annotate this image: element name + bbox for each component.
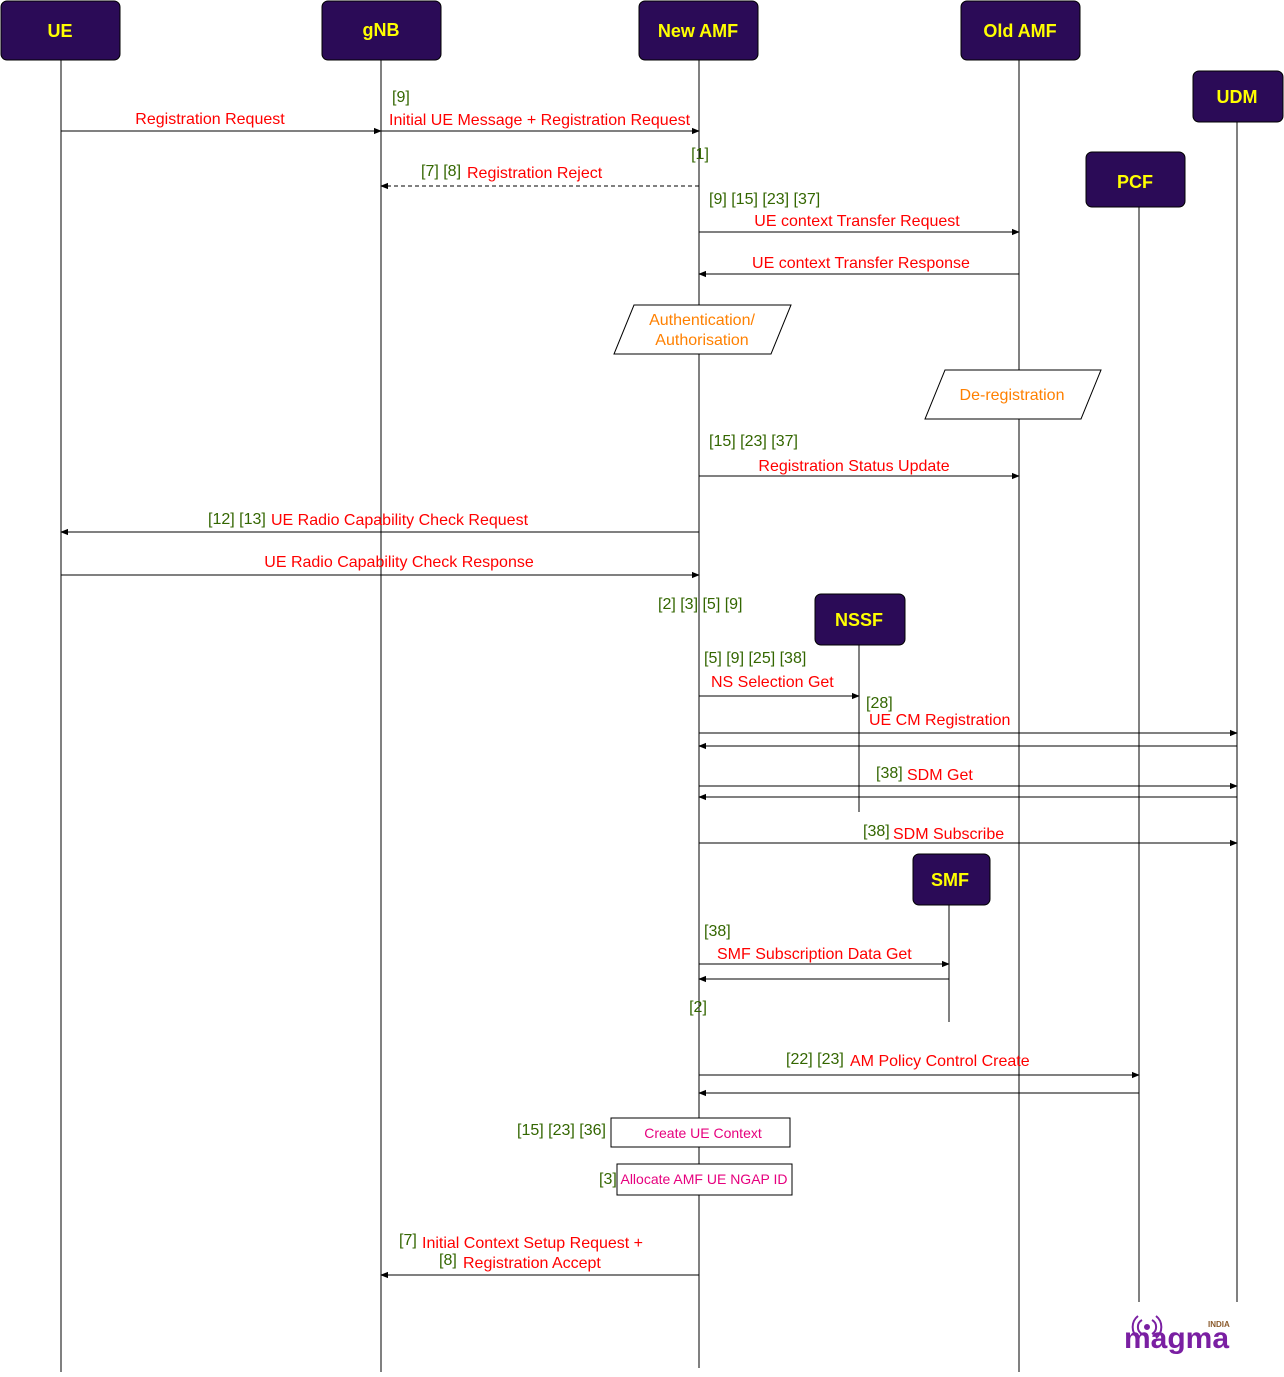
entity-smf: SMF [912,853,991,906]
init-ctx-tag-2: [8] [439,1252,457,1269]
initial-ue-tag: [9] [392,89,410,106]
svg-text:New AMF: New AMF [658,21,738,41]
ue-cm-tag: [28] [866,695,893,712]
svg-text:Old AMF: Old AMF [983,21,1056,41]
svg-text:UDM: UDM [1217,87,1258,107]
magma-logo: magma INDIA [1124,1315,1230,1355]
registration-status-tag: [15] [23] [37] [709,433,798,450]
new-amf-tag: [1] [691,146,709,163]
am-policy-control-create-label: AM Policy Control Create [850,1053,1030,1070]
svg-text:De-registration: De-registration [960,387,1065,404]
ue-cm-registration-label: UE CM Registration [869,712,1010,729]
ns-selection-get-label: NS Selection Get [711,674,834,691]
entity-pcf: PCF [1085,151,1186,208]
svg-text:Create UE Context: Create UE Context [644,1125,762,1141]
initial-context-setup-label: Initial Context Setup Request + [422,1235,643,1252]
ue-context-transfer-request-label: UE context Transfer Request [754,213,960,230]
allocate-ngap-id-box: Allocate AMF UE NGAP ID [616,1163,793,1196]
smf-subscription-data-get-label: SMF Subscription Data Get [717,946,912,963]
sdm-get-tag: [38] [876,765,903,782]
svg-text:gNB: gNB [363,20,400,40]
svg-text:Authentication/: Authentication/ [649,312,755,329]
svg-text:NSSF: NSSF [835,610,883,630]
svg-text:Authorisation: Authorisation [655,332,748,349]
create-ue-context-box: Create UE Context [610,1117,791,1148]
entity-old-amf: Old AMF [960,0,1081,61]
ue-context-transfer-tag: [9] [15] [23] [37] [709,191,820,208]
magma-logo-badge: INDIA [1208,1320,1230,1329]
ue-radio-cap-request-label: UE Radio Capability Check Request [271,512,529,529]
entity-ue: UE [0,0,121,61]
authentication-note: Authentication/ Authorisation [613,304,792,355]
initial-ue-message-label: Initial UE Message + Registration Reques… [389,112,691,129]
entity-gnb: gNB [321,0,442,61]
sdm-get-label: SDM Get [907,767,973,784]
entity-nssf: NSSF [814,593,906,646]
sdm-subscribe-tag: [38] [863,823,890,840]
svg-text:PCF: PCF [1117,172,1153,192]
smf-sub-tag: [38] [704,923,731,940]
ue-radio-cap-response-label: UE Radio Capability Check Response [264,554,534,571]
svg-text:SMF: SMF [931,870,969,890]
allocate-tag: [3] [599,1171,617,1188]
ns-selection-tag: [5] [9] [25] [38] [704,650,806,667]
nssf-pre-tag: [2] [3] [5] [9] [658,596,743,613]
am-policy-tag: [22] [23] [786,1051,844,1068]
entity-udm: UDM [1192,70,1284,123]
smf-post-tag: [2] [689,999,707,1016]
registration-reject-tag: [7] [8] [421,163,461,180]
deregistration-note: De-registration [924,369,1102,420]
registration-request-label: Registration Request [135,111,285,128]
ue-context-transfer-response-label: UE context Transfer Response [752,255,970,272]
svg-text:Allocate AMF UE NGAP ID: Allocate AMF UE NGAP ID [620,1171,787,1187]
registration-accept-label: Registration Accept [463,1255,601,1272]
magma-logo-text: magma [1124,1322,1229,1355]
init-ctx-tag-1: [7] [399,1232,417,1249]
registration-status-update-label: Registration Status Update [758,458,949,475]
create-ctx-tag: [15] [23] [36] [37] [517,1122,637,1139]
antenna-icon [1131,1315,1163,1339]
registration-reject-label: Registration Reject [467,165,603,182]
sdm-subscribe-label: SDM Subscribe [893,826,1004,843]
svg-text:UE: UE [47,21,72,41]
ue-radio-cap-tag: [12] [13] [208,511,266,528]
entity-new-amf: New AMF [638,0,759,61]
